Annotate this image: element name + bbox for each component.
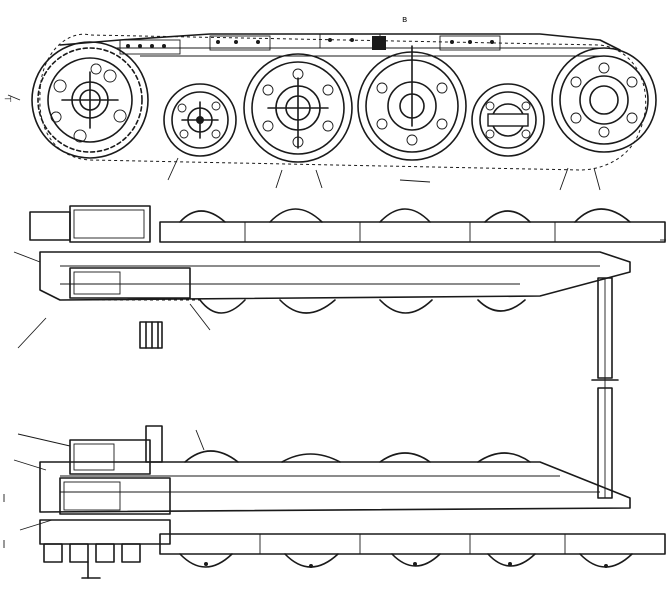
upper-track-band (159, 221, 666, 243)
lower-wheel-caps-top (184, 450, 531, 463)
leader-line-left (7, 94, 21, 101)
upper-wheel-bottoms (199, 299, 526, 314)
side-elevation: ⊣ (4, 15, 657, 191)
hull-rivets (126, 36, 494, 50)
plan-view-upper-track (13, 205, 666, 349)
idler-wheel (551, 47, 657, 153)
hull-upper-outline (59, 33, 621, 57)
lower-track-band (159, 533, 666, 555)
final-drive-lower (39, 425, 171, 579)
road-wheel-3 (357, 45, 467, 161)
edge-marks (3, 239, 666, 548)
label-c-top: в (402, 15, 407, 25)
track-outline (39, 33, 647, 171)
final-drive-upper (29, 205, 200, 349)
road-wheel-4 (471, 83, 545, 157)
drive-sprocket (31, 41, 149, 159)
upper-wheel-caps (179, 208, 631, 223)
cross-shaft (591, 277, 619, 499)
hull-plan-outline-lower (39, 461, 631, 513)
road-wheel-1 (163, 83, 237, 157)
road-wheel-2 (243, 53, 353, 163)
lower-wheel-bottoms (179, 553, 633, 568)
label-left-mark: ⊣ (4, 95, 12, 105)
plan-view-lower-track (13, 425, 666, 579)
hull-plan-outline (39, 251, 631, 301)
side-view-leaders (167, 157, 601, 191)
